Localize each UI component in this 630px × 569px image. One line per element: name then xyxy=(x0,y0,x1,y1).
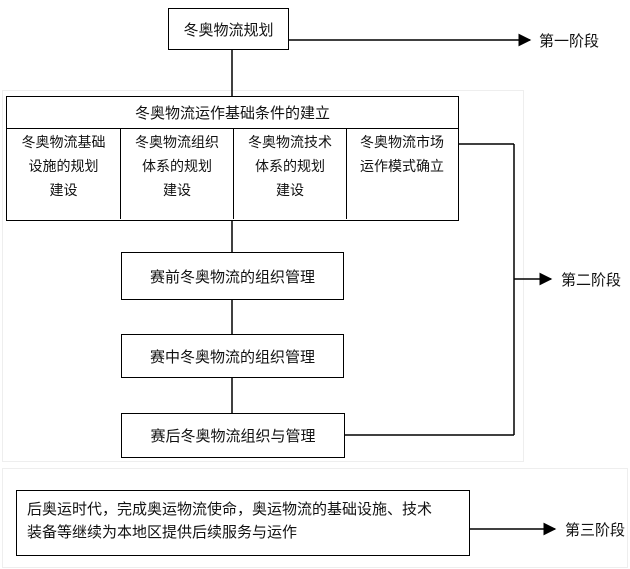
cell-infrastructure-text: 冬奥物流基础 设施的规划 建设 xyxy=(21,135,106,199)
post-olympic-box: 后奥运时代，完成奥运物流使命，奥运物流的基础设施、技术 装备等继续为本地区提供后… xyxy=(16,490,470,556)
cell-organization-text: 冬奥物流组织 体系的规划 建设 xyxy=(135,135,219,199)
base-conditions-header: 冬奥物流运作基础条件的建立 xyxy=(7,97,458,129)
base-conditions-table: 冬奥物流运作基础条件的建立 冬奥物流基础 设施的规划 建设 冬奥物流组织 体系的… xyxy=(6,96,459,221)
cell-organization: 冬奥物流组织 体系的规划 建设 xyxy=(121,129,234,219)
post-games-text: 赛后冬奥物流组织与管理 xyxy=(150,427,316,445)
stage1-label: 第一阶段 xyxy=(539,32,600,50)
post-games-box: 赛后冬奥物流组织与管理 xyxy=(121,413,345,458)
cell-technology-text: 冬奥物流技术 体系的规划 建设 xyxy=(248,135,332,199)
mid-games-box: 赛中冬奥物流的组织管理 xyxy=(121,334,344,378)
stage2-label: 第二阶段 xyxy=(561,271,622,289)
stage3-label: 第三阶段 xyxy=(565,521,626,539)
post-olympic-line2: 装备等继续为本地区提供后续服务与运作 xyxy=(27,523,298,541)
pre-games-text: 赛前冬奥物流的组织管理 xyxy=(149,267,315,286)
post-olympic-line1: 后奥运时代，完成奥运物流使命，奥运物流的基础设施、技术 xyxy=(27,500,433,518)
cell-market: 冬奥物流市场 运作模式确立 xyxy=(347,129,457,219)
stage2-frame xyxy=(2,90,524,462)
base-conditions-header-text: 冬奥物流运作基础条件的建立 xyxy=(134,104,330,122)
plan-box-text: 冬奥物流规划 xyxy=(183,20,274,39)
mid-games-text: 赛中冬奥物流的组织管理 xyxy=(149,347,315,366)
cell-infrastructure: 冬奥物流基础 设施的规划 建设 xyxy=(7,129,121,219)
cell-market-text: 冬奥物流市场 运作模式确立 xyxy=(360,135,444,175)
pre-games-box: 赛前冬奥物流的组织管理 xyxy=(121,252,344,300)
plan-box: 冬奥物流规划 xyxy=(168,8,289,50)
cell-technology: 冬奥物流技术 体系的规划 建设 xyxy=(234,129,347,219)
stage3-frame xyxy=(2,468,628,568)
